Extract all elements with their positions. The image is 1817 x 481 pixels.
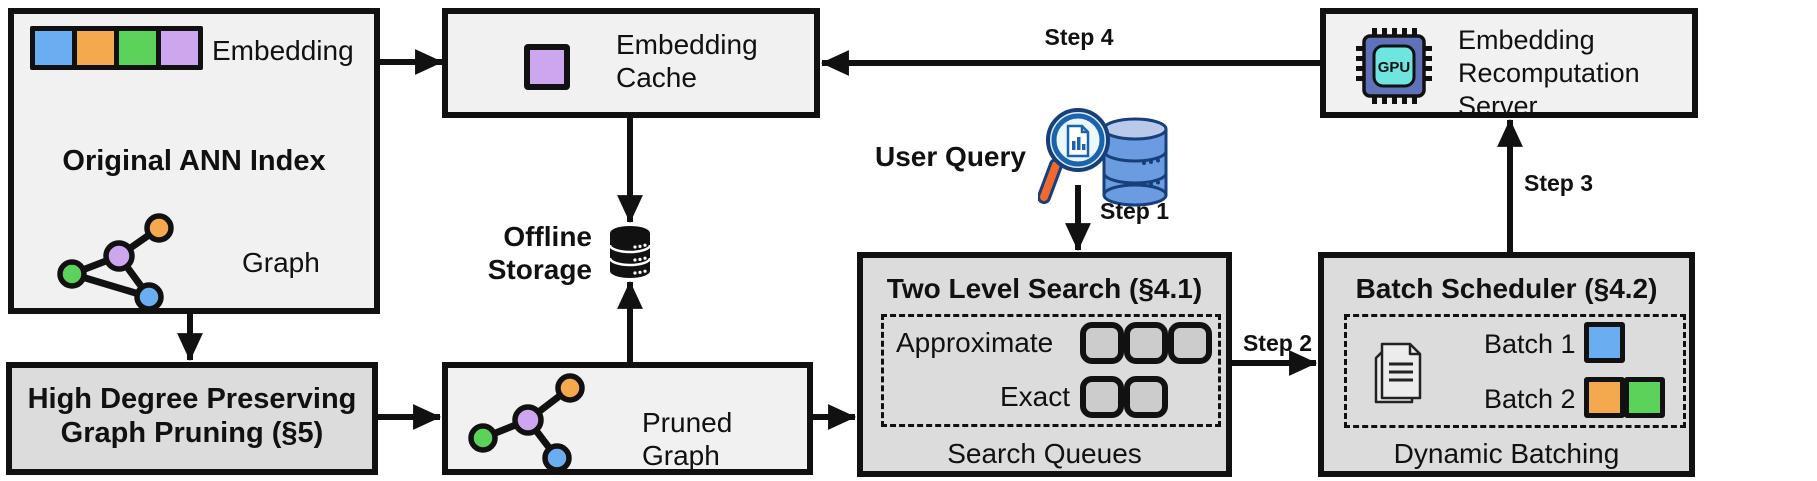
batch-2-label: Batch 2 (1484, 384, 1576, 414)
graph-pruning-box: High Degree Preserving Graph Pruning (§5… (6, 362, 378, 475)
batch2-green-icon (1624, 377, 1665, 418)
step-2-label: Step 2 (1242, 330, 1312, 356)
graph-icon (57, 213, 174, 312)
batch2-orange-icon (1584, 377, 1625, 418)
batch1-color-icon (1584, 322, 1625, 363)
batch-1-label: Batch 1 (1484, 329, 1576, 359)
dynamic-batching-label: Dynamic Batching (1393, 438, 1620, 469)
search-queues-label: Search Queues (947, 438, 1142, 469)
recomputation-server-box: GPU Embedding Recomputation Server (1320, 8, 1698, 121)
embedding-cell-purple (161, 31, 198, 65)
two-level-search-title: Two Level Search (§4.1) (886, 273, 1203, 304)
embedding-cell-orange (77, 31, 114, 65)
step-4-label: Step 4 (1044, 24, 1114, 50)
original-ann-index-box: Embedding Original ANN Index Graph (8, 8, 380, 314)
exact-label: Exact (999, 381, 1070, 412)
user-query-label: User Query (875, 141, 1026, 172)
dynamic-batching-panel: Batch 1 Batch 2 (1344, 314, 1686, 428)
graph-pruning-label: High Degree Preserving Graph Pruning (§5… (27, 383, 357, 449)
embedding-cache-box: Embedding Cache (442, 8, 820, 118)
cached-embedding-icon (524, 44, 570, 90)
batch-scheduler-title: Batch Scheduler (§4.2) (1355, 273, 1658, 304)
graph-label: Graph (242, 247, 320, 278)
queue-slot-icon (1080, 322, 1124, 364)
queue-slot-icon (1080, 376, 1124, 418)
search-queues-panel: Approximate Exact (881, 314, 1221, 427)
original-ann-index-title: Original ANN Index (62, 145, 326, 177)
pruned-graph-box: Pruned Graph (442, 362, 813, 475)
step-3-label: Step 3 (1524, 170, 1594, 196)
embedding-label: Embedding (212, 35, 354, 66)
database-icon (608, 226, 652, 278)
embedding-vector-icon (30, 26, 203, 70)
recomputation-server-label: Embedding Recomputation Server (1458, 25, 1640, 121)
offline-storage-label: Offline Storage (487, 221, 592, 285)
queue-slot-icon (1124, 376, 1168, 418)
approximate-queue-slots (1080, 322, 1212, 364)
exact-queue-slots (1080, 376, 1168, 418)
embedding-cell-blue (35, 31, 72, 65)
gpu-chip-icon: GPU (1356, 28, 1432, 104)
magnifier-database-icon (1038, 108, 1168, 207)
two-level-search-box: Two Level Search (§4.1) Approximate Exac… (857, 252, 1232, 477)
documents-stack-icon (1374, 342, 1422, 404)
pruned-graph-icon (468, 373, 585, 473)
queue-slot-icon (1124, 322, 1168, 364)
queue-slot-icon (1168, 322, 1212, 364)
embedding-cell-green (119, 31, 156, 65)
embedding-cache-label: Embedding Cache (616, 29, 758, 93)
step-1-label: Step 1 (1100, 198, 1170, 224)
batch-scheduler-box: Batch Scheduler (§4.2) Batch 1 Batch 2 (1318, 252, 1695, 477)
approximate-label: Approximate (896, 327, 1054, 358)
gpu-text: GPU (1378, 59, 1411, 76)
pruned-graph-label: Pruned Graph (642, 407, 733, 471)
